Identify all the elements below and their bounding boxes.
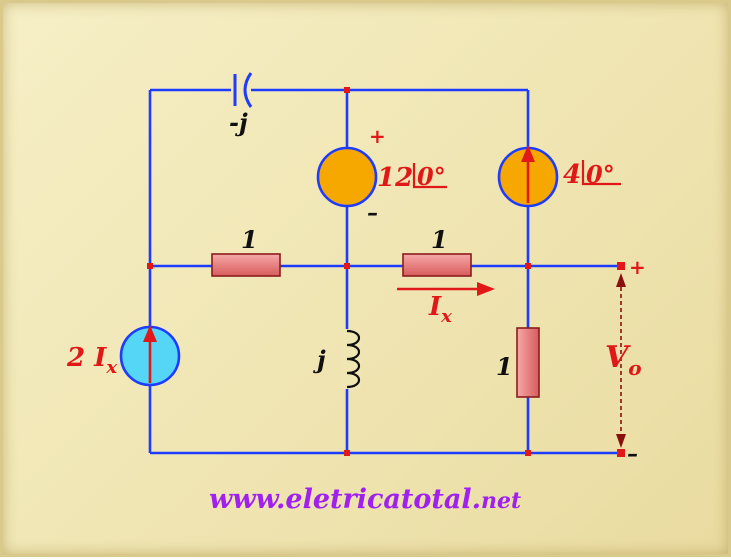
dependent-current-source [119,325,181,387]
node-left [147,263,153,269]
current-arrow [397,282,495,296]
inductor-label: j [313,345,326,374]
current-source-angle-symbol [581,160,621,186]
node-top-middle [344,87,350,93]
voltage-source-magnitude: 12 [377,163,413,193]
resistor-left-label: 1 [241,225,258,254]
voltage-source-minus: – [367,200,378,226]
voltage-source [316,146,378,208]
output-plus-sign: + [629,255,646,279]
capacitor-label: -j [229,108,248,137]
voltage-source-plus: + [369,124,386,148]
current-label: Ix [428,292,452,327]
output-voltage-label: Vo [605,340,642,380]
terminal-bottom [617,449,625,457]
terminal-top [617,262,625,270]
circuit-diagram: -j + – 12 0° 4 0° 1 1 1 j 2 Ix Ix [66,72,646,515]
output-voltage-arrow [616,273,626,448]
resistor-left [211,253,281,277]
resistor-middle [402,253,472,277]
output-minus-sign: – [627,441,638,467]
inductor [341,329,361,389]
current-source-angle: 0° [586,160,615,189]
current-source [497,145,559,208]
dependent-source-label: 2 Ix [66,343,117,378]
capacitor [231,72,253,108]
node-bottom-right [525,450,531,456]
node-right [525,263,531,269]
node-bottom-middle [344,450,350,456]
resistor-middle-label: 1 [431,225,448,254]
nodes [147,87,625,457]
current-source-magnitude: 4 [563,160,581,190]
resistor-right-label: 1 [496,352,513,381]
voltage-source-angle-symbol [412,163,447,189]
resistor-right [516,327,540,398]
voltage-source-angle: 0° [417,162,446,191]
footer-url[interactable]: www.eletricatotal.net [209,484,521,515]
node-center [344,263,350,269]
